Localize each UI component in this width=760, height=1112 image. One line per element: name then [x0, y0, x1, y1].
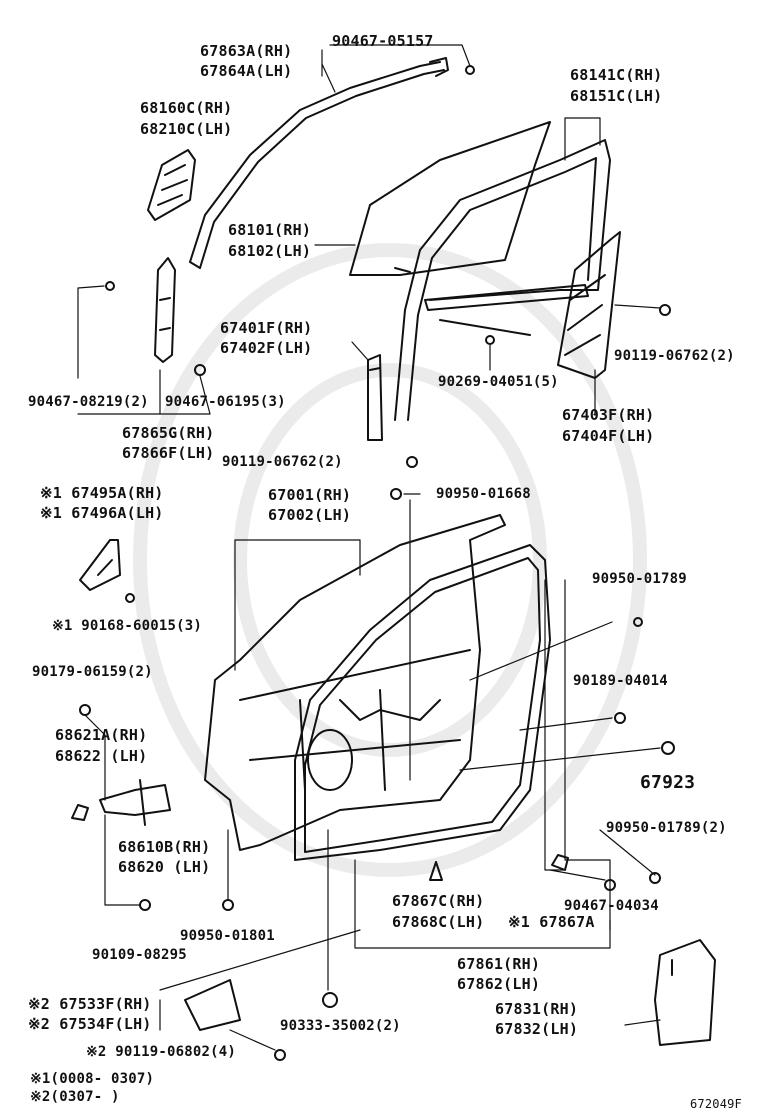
part-90109-08295: 90109-08295 — [92, 947, 187, 963]
part-67401F: 67401F(RH) — [220, 319, 313, 337]
plug-90950-01789 — [633, 617, 643, 627]
waterproof-sheet — [654, 939, 716, 1046]
part-67496A: ※1 67496A(LH) — [40, 504, 164, 522]
part-67402F: 67402F(LH) — [220, 339, 313, 357]
part-90269-04051: 90269-04051(5) — [438, 374, 559, 390]
part-68151C: 68151C(LH) — [570, 87, 663, 105]
screw-90189-04014 — [614, 712, 626, 724]
part-67404F: 67404F(LH) — [562, 427, 655, 445]
part-90333-35002: 90333-35002(2) — [280, 1018, 401, 1034]
part-90119-06802: ※2 90119-06802(4) — [86, 1044, 236, 1060]
part-67002: 67002(LH) — [268, 506, 352, 524]
weatherstrip — [294, 544, 551, 861]
part-67862: 67862(LH) — [457, 975, 541, 993]
part-67867A: ※1 67867A — [508, 913, 595, 931]
clip-90269-04051 — [485, 335, 495, 345]
part-90950-01668: 90950-01668 — [436, 486, 531, 502]
run-channel — [394, 139, 611, 421]
part-90467-05157: 90467-05157 — [332, 32, 434, 50]
part-90119-06762-lower: 90119-06762(2) — [222, 454, 343, 470]
part-67867C: 67867C(RH) — [392, 892, 485, 910]
part-68621A: 68621A(RH) — [55, 726, 148, 744]
part-90950-01789-2: 90950-01789(2) — [606, 820, 727, 836]
part-90467-04034: 90467-04034 — [564, 898, 659, 914]
clip-90467-06195 — [194, 364, 206, 376]
part-67832: 67832(LH) — [495, 1020, 579, 1038]
clip-67867A — [551, 854, 569, 871]
part-90189-04014: 90189-04014 — [573, 673, 668, 689]
part-67403F: 67403F(RH) — [562, 406, 655, 424]
corner-cover — [147, 149, 196, 221]
note-1: ※1(0008- 0307) — [30, 1071, 155, 1087]
clip-67867C — [429, 861, 443, 881]
door-panel — [204, 514, 506, 851]
bolt-90119-06762 — [659, 304, 671, 316]
part-68160C: 68160C(RH) — [140, 99, 233, 117]
part-68622: 68622 (LH) — [55, 747, 148, 765]
part-67495A: ※1 67495A(RH) — [40, 484, 164, 502]
part-67533F: ※2 67533F(RH) — [28, 995, 152, 1013]
part-90119-06762-upper: 90119-06762(2) — [614, 348, 735, 364]
plug-90950-01789-2 — [649, 872, 661, 884]
part-67868C: 67868C(LH) — [392, 913, 485, 931]
screw-90119-06802 — [274, 1049, 286, 1061]
upper-molding — [189, 57, 449, 269]
part-68620: 68620 (LH) — [118, 858, 211, 876]
part-90168-60015: ※1 90168-60015(3) — [52, 618, 202, 634]
bolt-90119-06762-lower — [406, 456, 418, 468]
bolt-90179-06159 — [79, 704, 91, 716]
figure-id: 672049F — [690, 1097, 742, 1111]
part-90467-06195: 90467-06195(3) — [165, 394, 286, 410]
bolt-90109-08295 — [139, 899, 151, 911]
clip-90467-05157 — [465, 65, 475, 75]
mirror-cover — [79, 539, 121, 591]
part-90950-01801: 90950-01801 — [180, 928, 275, 944]
part-68102: 68102(LH) — [228, 242, 312, 260]
part-67861: 67861(RH) — [457, 955, 541, 973]
hinge-68621A — [71, 804, 89, 821]
service-cover — [184, 979, 241, 1031]
part-68141C: 68141C(RH) — [570, 66, 663, 84]
hinge-68610B — [99, 779, 171, 826]
part-68101: 68101(RH) — [228, 221, 312, 239]
part-90179-06159: 90179-06159(2) — [32, 664, 153, 680]
lower-frame — [367, 354, 383, 441]
plug-90950-01801 — [222, 899, 234, 911]
part-67866F: 67866F(LH) — [122, 444, 215, 462]
part-67534F: ※2 67534F(LH) — [28, 1015, 152, 1033]
part-67863A: 67863A(RH) — [200, 42, 293, 60]
plug-90950-01668 — [390, 488, 402, 500]
part-68610B: 68610B(RH) — [118, 838, 211, 856]
note-2: ※2(0307- ) — [30, 1089, 120, 1105]
clip-90467-08219 — [105, 281, 115, 291]
screw-90168-60015 — [125, 593, 135, 603]
part-90950-01789: 90950-01789 — [592, 571, 687, 587]
part-68210C: 68210C(LH) — [140, 120, 233, 138]
part-67831: 67831(RH) — [495, 1000, 579, 1018]
watermark — [133, 243, 647, 877]
part-67923: 67923 — [640, 772, 696, 793]
part-67001: 67001(RH) — [268, 486, 352, 504]
part-67864A: 67864A(LH) — [200, 62, 293, 80]
part-67865G: 67865G(RH) — [122, 424, 215, 442]
leader-lines — [77, 44, 661, 1051]
front-channel — [154, 257, 176, 363]
part-90467-08219: 90467-08219(2) — [28, 394, 149, 410]
grommet-67923 — [661, 741, 675, 755]
door-glass — [349, 121, 551, 276]
plug-90333-35002 — [322, 992, 338, 1008]
